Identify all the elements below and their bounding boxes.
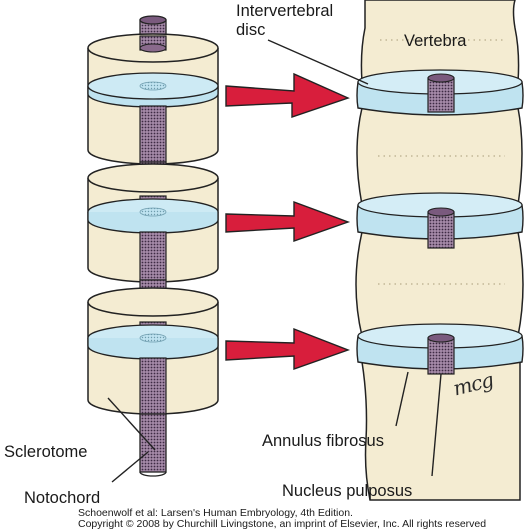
leader-notochord bbox=[111, 451, 149, 483]
arrow-3 bbox=[225, 327, 351, 370]
sclerotome-block-2 bbox=[87, 163, 219, 283]
leader-annulus-fibrosus bbox=[395, 371, 409, 427]
vertebral-column bbox=[355, 0, 524, 501]
label-annulus-fibrosus: Annulus fibrosus bbox=[262, 432, 384, 450]
leader-intervertebral-disc bbox=[267, 39, 369, 85]
leader-nucleus-pulposus bbox=[431, 373, 442, 477]
intervertebral-disc-2 bbox=[356, 192, 524, 249]
intervertebral-disc-3 bbox=[356, 323, 524, 375]
vertebra-body-top bbox=[360, 0, 520, 83]
label-intervertebral-disc-line2: disc bbox=[236, 21, 266, 39]
label-intervertebral-disc-line1: Intervertebral bbox=[236, 2, 334, 20]
credit-line-2: Copyright © 2008 by Churchill Livingston… bbox=[78, 518, 487, 530]
label-nucleus-pulposus: Nucleus pulposus bbox=[282, 482, 413, 500]
label-notochord: Notochord bbox=[24, 489, 101, 507]
credit-line-1: Schoenwolf et al: Larsen's Human Embryol… bbox=[78, 507, 353, 519]
sclerotome-block-1 bbox=[87, 33, 219, 165]
arrow-2 bbox=[225, 200, 351, 242]
leader-lines bbox=[107, 39, 442, 483]
leader-sclerotome bbox=[107, 397, 156, 451]
intervertebral-disc-1 bbox=[356, 69, 524, 116]
vertebra-body-bottom bbox=[361, 361, 521, 501]
sclerotome-block-3 bbox=[87, 287, 219, 415]
label-sclerotome: Sclerotome bbox=[4, 443, 88, 461]
notochord-bottom-segment bbox=[139, 413, 167, 477]
arrow-1 bbox=[225, 72, 350, 118]
label-vertebra: Vertebra bbox=[404, 32, 467, 50]
transformation-arrows bbox=[225, 72, 351, 370]
sclerotome-column bbox=[87, 15, 219, 477]
